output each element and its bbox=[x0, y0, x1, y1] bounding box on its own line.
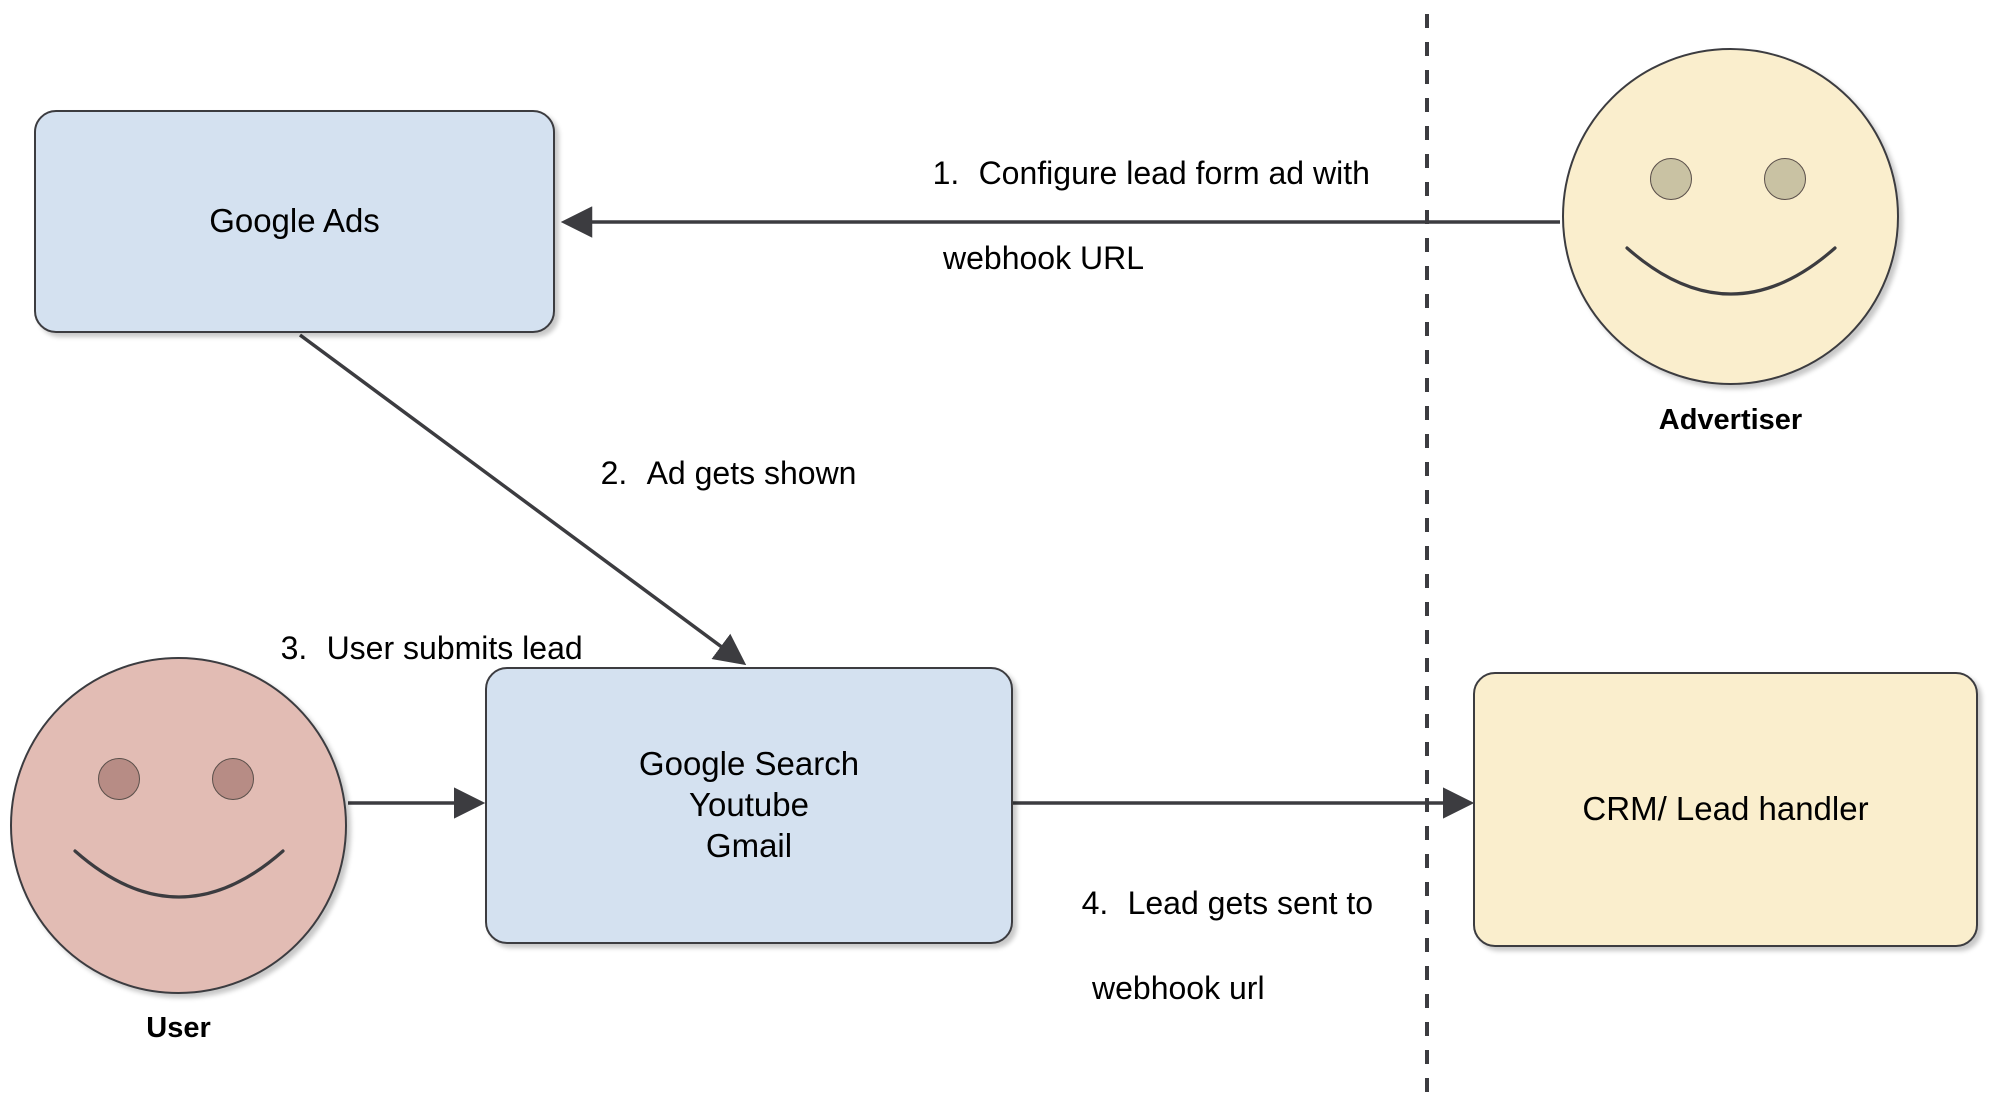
node-google-properties[interactable]: Google Search Youtube Gmail bbox=[485, 667, 1013, 944]
edge-label-step-4-line-2: webhook url bbox=[1092, 969, 1265, 1006]
edge-label-step-2: 2. Ad gets shown bbox=[565, 410, 857, 537]
advertiser-face-icon bbox=[1562, 48, 1899, 385]
edge-label-step-1-number: 1. bbox=[932, 155, 960, 192]
actor-user[interactable]: User bbox=[10, 657, 347, 1044]
node-google-properties-line-1: Google Search bbox=[638, 745, 860, 783]
user-left-eye-icon bbox=[98, 758, 140, 800]
advertiser-smile-icon bbox=[1625, 246, 1837, 296]
edge-label-step-4: 4. Lead gets sent to webhook url bbox=[1046, 840, 1374, 1093]
edge-label-step-3: 3. User submits lead bbox=[245, 585, 583, 712]
node-crm-label: CRM/ Lead handler bbox=[1582, 790, 1869, 828]
edge-label-step-4-number: 4. bbox=[1081, 885, 1109, 922]
user-face-icon bbox=[10, 657, 347, 994]
user-smile-icon bbox=[73, 849, 285, 899]
edge-label-step-1-line-1: Configure lead form ad with bbox=[978, 155, 1370, 192]
edge-label-step-3-number: 3. bbox=[280, 630, 308, 667]
edge-label-step-2-line-1: Ad gets shown bbox=[646, 455, 857, 492]
edge-label-step-1-line-2: webhook URL bbox=[943, 239, 1144, 276]
edge-label-step-4-line-1: Lead gets sent to bbox=[1127, 885, 1374, 922]
node-google-properties-line-3: Gmail bbox=[705, 826, 793, 864]
node-google-properties-line-2: Youtube bbox=[689, 786, 809, 824]
user-label: User bbox=[146, 1012, 211, 1044]
actor-advertiser[interactable]: Advertiser bbox=[1562, 48, 1899, 436]
user-right-eye-icon bbox=[212, 758, 254, 800]
node-crm-lead-handler[interactable]: CRM/ Lead handler bbox=[1473, 672, 1978, 947]
node-google-ads[interactable]: Google Ads bbox=[34, 110, 555, 333]
advertiser-label: Advertiser bbox=[1658, 404, 1803, 436]
edge-label-step-2-number: 2. bbox=[600, 455, 628, 492]
advertiser-right-eye-icon bbox=[1764, 158, 1806, 200]
node-google-ads-label: Google Ads bbox=[209, 202, 380, 240]
edge-label-step-1: 1. Configure lead form ad with webhook UR… bbox=[897, 110, 1370, 363]
edge-label-step-3-line-1: User submits lead bbox=[326, 630, 583, 667]
advertiser-left-eye-icon bbox=[1650, 158, 1692, 200]
